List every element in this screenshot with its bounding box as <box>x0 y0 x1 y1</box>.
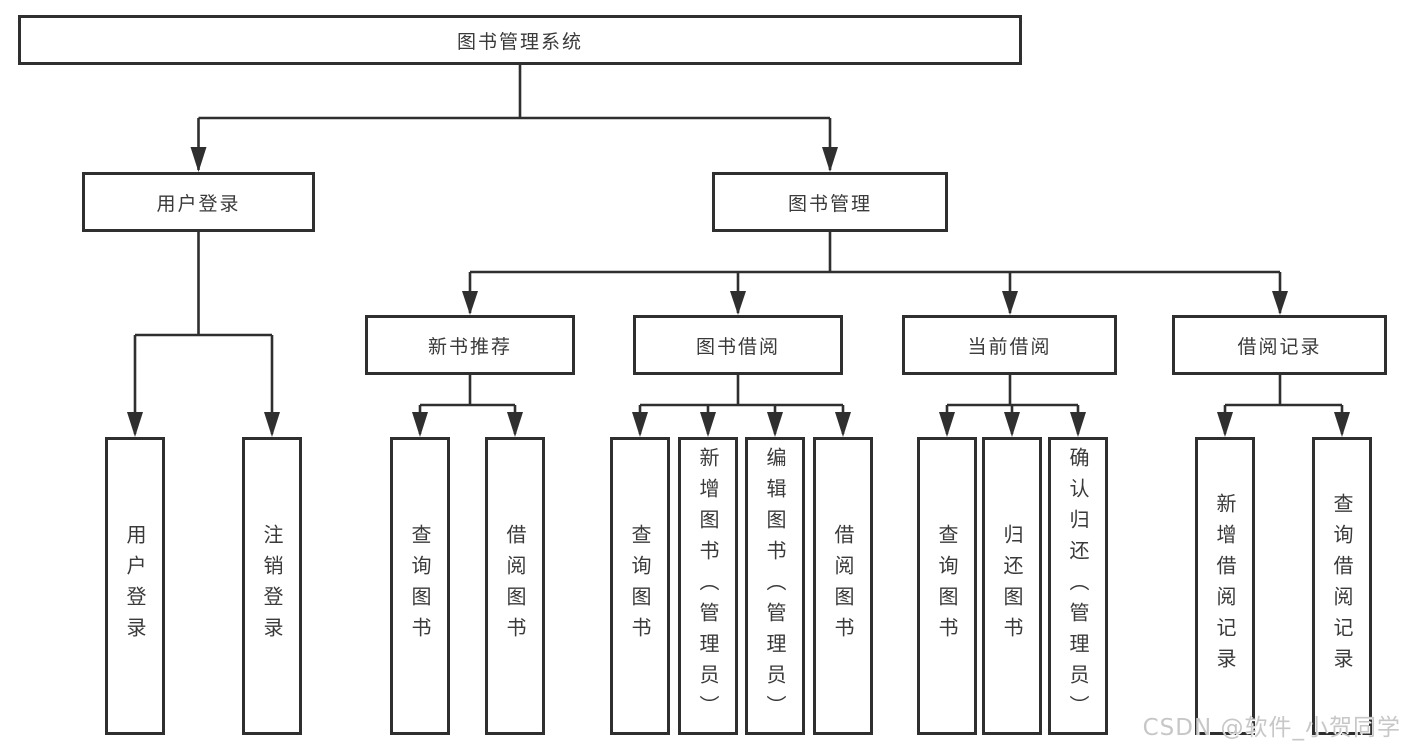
arrow-down-icon <box>264 412 280 437</box>
node-label: 新书推荐 <box>427 335 512 358</box>
node-label: 借阅图书 <box>831 524 855 648</box>
node-book-management-group: 图书管理 <box>712 172 948 232</box>
leaf-borrow-books-recommend: 借阅图书 <box>485 437 545 735</box>
node-label: 注销登录 <box>260 524 284 648</box>
node-new-book-recommend: 新书推荐 <box>365 315 575 375</box>
leaf-query-books-recommend: 查询图书 <box>390 437 450 735</box>
leaf-user-login: 用户登录 <box>105 437 165 735</box>
watermark: CSDN @软件_小贺同学 <box>1142 715 1401 741</box>
arrow-down-icon <box>127 412 143 437</box>
arrow-down-icon <box>190 147 207 172</box>
arrow-down-icon <box>835 412 851 437</box>
node-label: 借阅图书 <box>503 524 527 648</box>
node-label: 图书管理系统 <box>456 30 583 53</box>
leaf-add-books-admin: 新增图书（管理员） <box>678 437 738 735</box>
arrow-down-icon <box>632 412 648 437</box>
arrow-down-icon <box>1002 291 1018 315</box>
node-current-borrowing: 当前借阅 <box>902 315 1117 375</box>
node-label: 确认归还（管理员） <box>1066 446 1090 726</box>
node-book-management-system: 图书管理系统 <box>18 15 1022 65</box>
leaf-add-borrow-record: 新增借阅记录 <box>1195 437 1255 735</box>
node-label: 当前借阅 <box>967 335 1052 358</box>
leaf-confirm-return-admin: 确认归还（管理员） <box>1048 437 1108 735</box>
node-borrowing-records: 借阅记录 <box>1172 315 1387 375</box>
node-label: 查询图书 <box>408 524 432 648</box>
arrow-down-icon <box>1004 412 1020 437</box>
node-label: 借阅记录 <box>1237 335 1322 358</box>
arrow-down-icon <box>700 412 716 437</box>
node-user-login-group: 用户登录 <box>82 172 315 232</box>
node-label: 图书借阅 <box>695 335 780 358</box>
arrow-down-icon <box>822 147 838 172</box>
arrow-down-icon <box>730 291 746 315</box>
connector-paths <box>133 65 1344 434</box>
arrow-down-icon <box>939 412 955 437</box>
arrow-down-icon <box>1217 412 1233 437</box>
leaf-return-books: 归还图书 <box>982 437 1042 735</box>
node-label: 查询图书 <box>628 524 652 648</box>
leaf-borrow-books: 借阅图书 <box>813 437 873 735</box>
arrow-down-icon <box>507 412 523 437</box>
node-label: 查询图书 <box>935 524 959 648</box>
connector-new-book-to-leaves <box>418 375 517 434</box>
arrow-down-icons <box>127 147 1350 437</box>
node-label: 新增图书（管理员） <box>696 446 720 726</box>
node-book-borrowing: 图书借阅 <box>633 315 843 375</box>
node-label: 归还图书 <box>1000 524 1024 648</box>
leaf-query-borrow-record: 查询借阅记录 <box>1312 437 1372 735</box>
leaf-logout: 注销登录 <box>242 437 302 735</box>
connector-borrow-record-to-leaves <box>1223 375 1344 434</box>
arrow-down-icon <box>1334 412 1350 437</box>
connector-user-login-to-leaves <box>133 232 274 434</box>
connector-book-borrow-to-leaves <box>638 375 845 434</box>
connector-book-mgmt-to-level3 <box>468 232 1282 313</box>
leaf-query-books-borrow: 查询图书 <box>610 437 670 735</box>
node-label: 用户登录 <box>156 192 241 215</box>
connector-root-to-level2 <box>197 65 832 170</box>
arrow-down-icon <box>1272 291 1288 315</box>
node-label: 新增借阅记录 <box>1213 493 1237 679</box>
node-label: 查询借阅记录 <box>1330 493 1354 679</box>
leaf-query-books-current: 查询图书 <box>917 437 977 735</box>
arrow-down-icon <box>412 412 428 437</box>
arrow-down-icon <box>462 291 478 315</box>
leaf-edit-books-admin: 编辑图书（管理员） <box>745 437 805 735</box>
arrow-down-icon <box>1070 412 1086 437</box>
node-label: 图书管理 <box>787 192 872 215</box>
arrow-down-icon <box>767 412 783 437</box>
node-label: 编辑图书（管理员） <box>763 446 787 726</box>
node-label: 用户登录 <box>123 524 147 648</box>
